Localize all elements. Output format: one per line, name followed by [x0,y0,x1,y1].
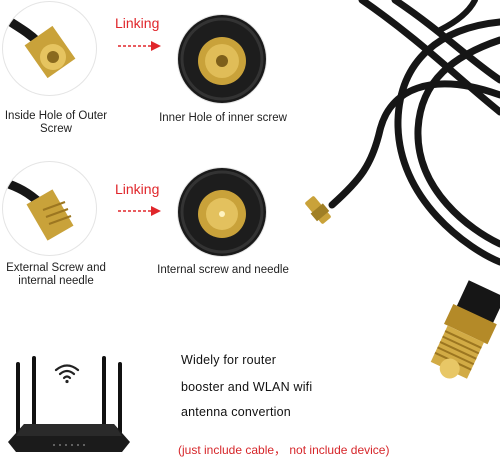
external-screw-caption: External Screw and internal needle [6,262,106,287]
description-line-2: booster and WLAN wifi [181,380,313,394]
arrow-right-icon [118,41,161,51]
outer-screw-photo [3,2,96,95]
description-line-1: Widely for router [181,353,277,367]
arrow-right-icon [118,206,161,216]
description-line-3: antenna convertion [181,405,291,419]
inner-screw-photo [178,15,266,103]
linking-label-bottom: Linking [115,181,160,197]
package-note: (just include cable， not include device) [178,443,390,457]
outer-screw-caption: Inside Hole of Outer Screw [4,110,108,135]
wifi-icon [54,364,80,384]
external-screw-photo [3,162,96,255]
router-image [8,356,130,452]
inner-screw-caption: Inner Hole of inner screw [159,112,287,124]
linking-label-top: Linking [115,15,160,31]
internal-screw-photo [178,168,266,256]
internal-screw-caption: Internal screw and needle [157,264,289,276]
